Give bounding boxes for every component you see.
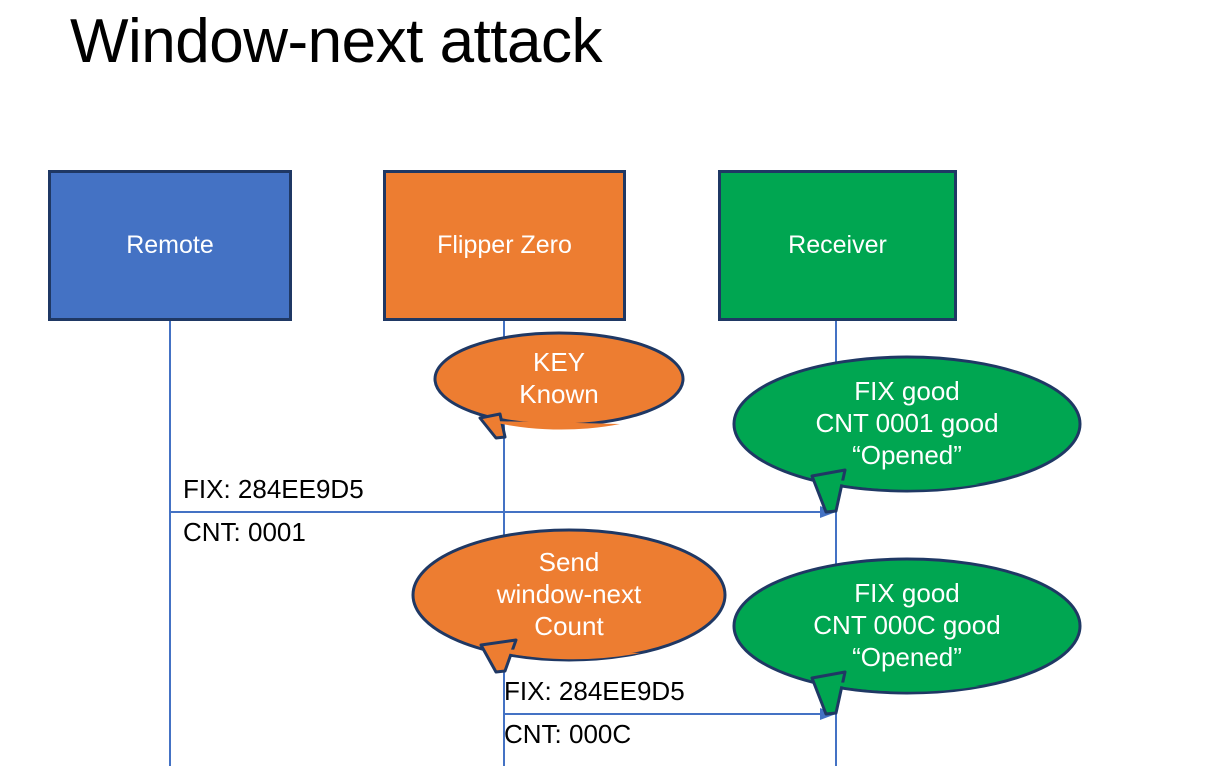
actor-box-flipper-zero[interactable]: Flipper Zero — [383, 170, 626, 321]
callout-receiver-ack-2-tail — [810, 670, 847, 716]
callout-send-window-next-body — [411, 528, 727, 662]
callout-send-window-next-tail — [479, 638, 518, 674]
actor-box-receiver[interactable]: Receiver — [718, 170, 957, 321]
message-1-label-fix: FIX: 284EE9D5 — [183, 474, 364, 504]
actor-label-flipper-zero: Flipper Zero — [437, 231, 572, 260]
message-2-label-fix: FIX: 284EE9D5 — [504, 676, 685, 706]
callout-receiver-ack-1-tail — [810, 468, 847, 514]
callout-receiver-ack-1-tail-blend — [820, 480, 980, 490]
actor-label-receiver: Receiver — [788, 231, 887, 260]
actor-label-remote: Remote — [126, 231, 214, 260]
callout-key-known-body — [433, 331, 685, 427]
callout-receiver-ack-2-body — [732, 557, 1082, 695]
callout-send-window-next-tail-blend — [489, 649, 640, 660]
callout-key-known-tail-blend — [489, 421, 620, 430]
message-1-label-cnt: CNT: 0001 — [183, 517, 306, 547]
callout-key-known-tail — [478, 412, 507, 440]
page-title: Window-next attack — [70, 7, 603, 76]
actor-box-remote[interactable]: Remote — [48, 170, 292, 321]
message-2-label-cnt: CNT: 000C — [504, 719, 632, 749]
callout-receiver-ack-2-tail-blend — [820, 682, 980, 692]
callout-receiver-ack-1-body — [732, 355, 1082, 493]
